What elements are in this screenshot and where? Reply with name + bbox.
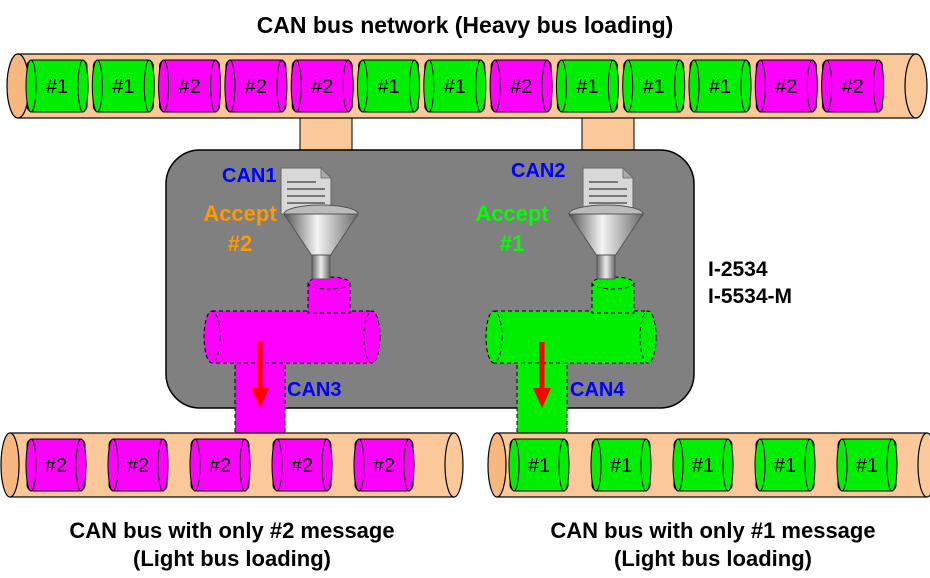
message-frame: #2 <box>489 59 553 113</box>
message-frame: #1 <box>555 59 619 113</box>
message-label: #2 <box>311 76 333 98</box>
message-frame: #1 <box>836 438 898 492</box>
message-frame: #1 <box>508 438 570 492</box>
message-frame: #2 <box>107 438 169 492</box>
filter-funnel-left <box>280 167 359 280</box>
can3-label: CAN3 <box>287 379 341 401</box>
can4-label: CAN4 <box>570 379 625 401</box>
message-frame: #1 <box>754 438 816 492</box>
down-arrow-left-head <box>251 388 269 408</box>
message-frame: #2 <box>821 59 885 113</box>
accept-left-line1: Accept <box>203 201 277 226</box>
message-label: #2 <box>373 455 395 477</box>
can2-label: CAN2 <box>511 160 565 182</box>
message-frame: #1 <box>590 438 652 492</box>
message-label: #1 <box>528 455 550 477</box>
left-caption-line1: CAN bus with only #2 message <box>69 518 394 543</box>
accept-right-line1: Accept <box>475 201 549 226</box>
message-label: #1 <box>643 76 665 98</box>
message-label: #1 <box>709 76 731 98</box>
left-caption-line2: (Light bus loading) <box>133 546 331 571</box>
message-frame: #1 <box>688 59 752 113</box>
message-label: #2 <box>841 76 863 98</box>
message-frame: #1 <box>423 59 487 113</box>
accept-right-line2: #1 <box>500 231 524 256</box>
message-label: #2 <box>45 455 67 477</box>
message-label: #1 <box>576 76 598 98</box>
left-bus-messages: #2 #2 #2 #2 #2 <box>25 438 415 492</box>
message-label: #1 <box>46 76 68 98</box>
message-label: #2 <box>291 455 313 477</box>
message-label: #1 <box>610 455 632 477</box>
message-label: #1 <box>444 76 466 98</box>
message-label: #2 <box>510 76 532 98</box>
message-label: #2 <box>209 455 231 477</box>
accept-left-line2: #2 <box>228 231 252 256</box>
message-frame: #2 <box>158 59 222 113</box>
right-caption-line2: (Light bus loading) <box>614 546 812 571</box>
heavy-bus-messages: #1 #1 #2 #2 #2 #1 #1 #2 #1 #1 #1 #2 #2 <box>25 59 885 113</box>
model-line2: I-5534-M <box>708 285 792 308</box>
model-line1: I-2534 <box>708 258 768 281</box>
message-frame: #1 <box>672 438 734 492</box>
right-caption-line1: CAN bus with only #1 message <box>550 518 875 543</box>
message-label: #1 <box>692 455 714 477</box>
message-label: #2 <box>127 455 149 477</box>
right-bus-messages: #1 #1 #1 #1 #1 <box>508 438 898 492</box>
message-label: #2 <box>775 76 797 98</box>
message-label: #2 <box>178 76 200 98</box>
title: CAN bus network (Heavy bus loading) <box>257 12 674 38</box>
message-label: #1 <box>856 455 878 477</box>
message-frame: #2 <box>224 59 288 113</box>
message-frame: #2 <box>754 59 818 113</box>
message-label: #1 <box>774 455 796 477</box>
message-label: #2 <box>245 76 267 98</box>
message-frame: #2 <box>353 438 415 492</box>
message-frame: #1 <box>91 59 155 113</box>
message-frame: #2 <box>189 438 251 492</box>
message-label: #1 <box>112 76 134 98</box>
down-arrow-right-head <box>533 388 551 408</box>
message-frame: #2 <box>25 438 87 492</box>
message-frame: #1 <box>622 59 686 113</box>
document-icon <box>582 167 634 215</box>
message-label: #1 <box>377 76 399 98</box>
message-frame: #1 <box>25 59 89 113</box>
filter-funnel-right <box>568 167 644 280</box>
message-frame: #2 <box>290 59 354 113</box>
message-frame: #1 <box>357 59 420 113</box>
can4-t-connector <box>485 276 657 434</box>
can1-label: CAN1 <box>222 165 276 187</box>
can3-t-connector <box>203 276 381 434</box>
message-frame: #2 <box>271 438 333 492</box>
document-icon <box>280 167 332 215</box>
